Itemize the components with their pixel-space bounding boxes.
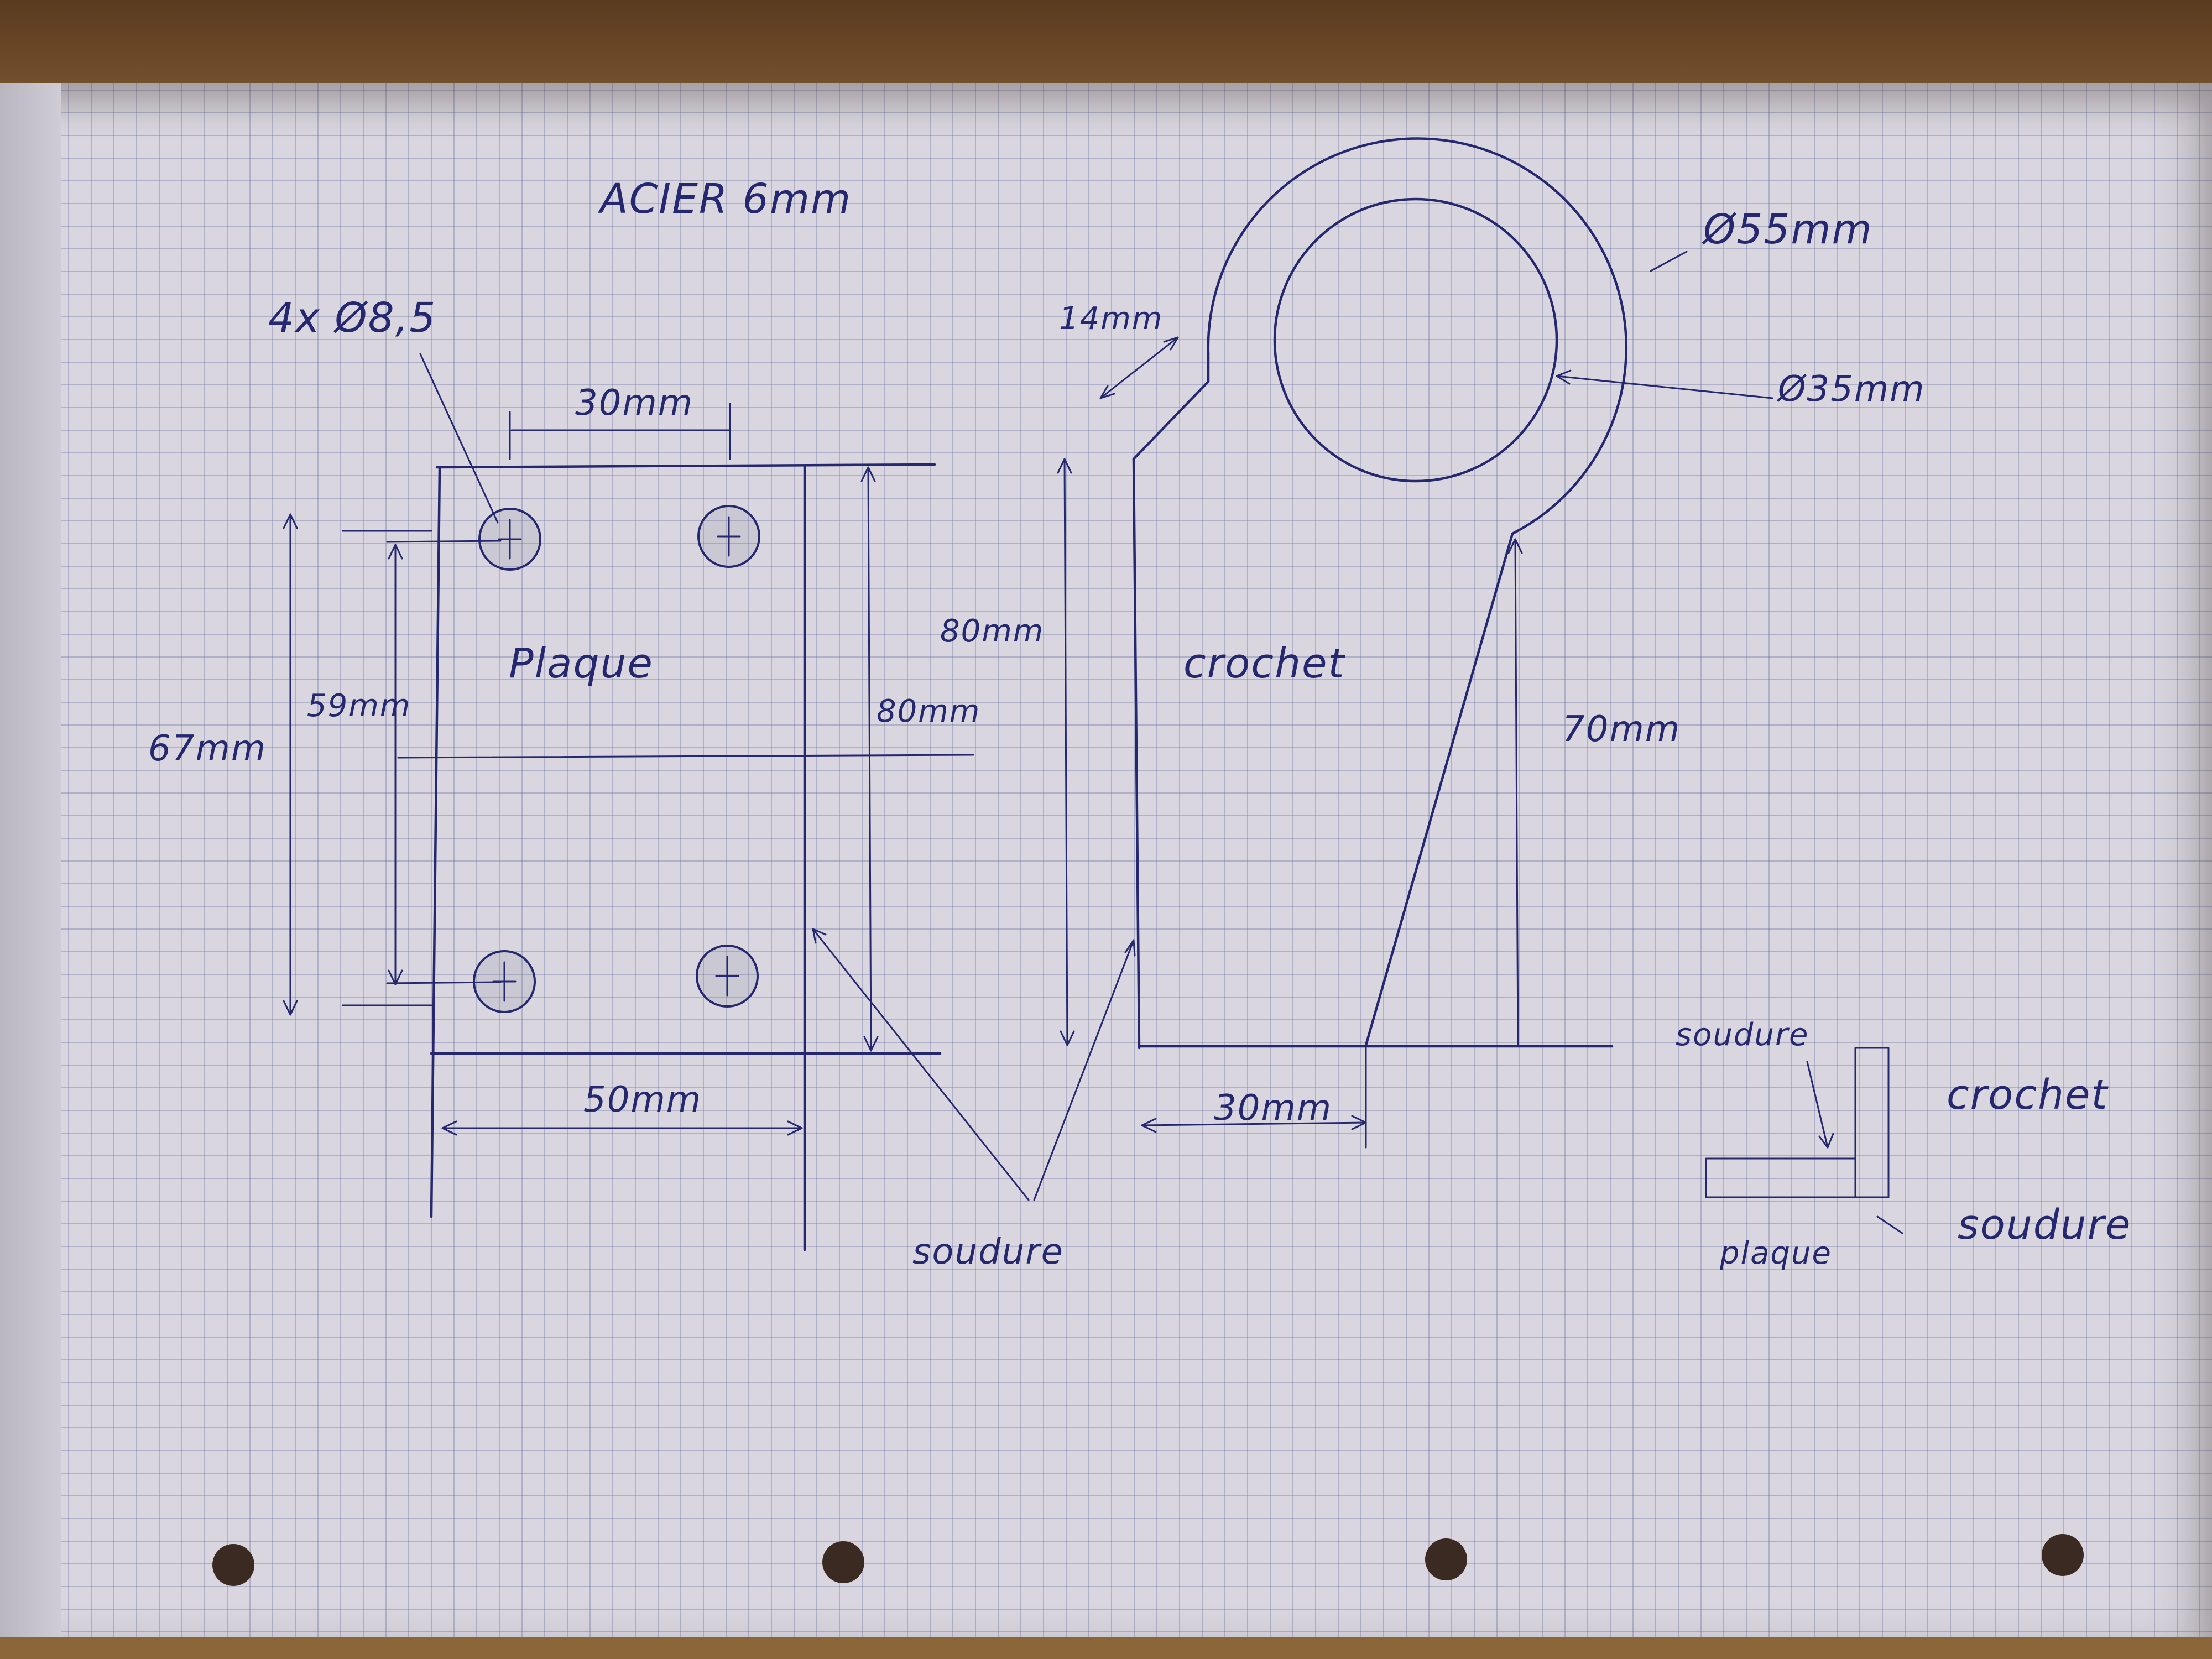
plate-top-edge <box>435 463 936 469</box>
detail-weld-bottom: soudure <box>1958 1201 2132 1249</box>
plate-label: Plaque <box>509 640 654 687</box>
desk-edge <box>0 1637 2212 1659</box>
punch-hole-4 <box>2042 1534 2084 1576</box>
detail-weld-bottom-leader <box>1876 1215 1903 1234</box>
hook-label: crochet <box>1183 640 1345 687</box>
detail-plate-section <box>1705 1157 1856 1198</box>
plate-centerline <box>397 754 974 759</box>
hook-drawing: 80mm 14mm Ø55mm Ø35mm 70mm 30mm crochet <box>940 137 1926 1149</box>
hook-chamfer-edge <box>1132 380 1210 461</box>
weld-callout: soudure <box>812 928 1136 1272</box>
dim-line-chamfer <box>1099 336 1179 399</box>
dim-line-hook-base <box>1141 1121 1367 1126</box>
leader-inner-diameter <box>1556 375 1773 399</box>
detail-hook-label: crochet <box>1947 1071 2109 1119</box>
dim-ring-height: 70mm <box>1562 709 1681 750</box>
dim-width: 50mm <box>583 1079 702 1120</box>
weld-leader-plate <box>812 928 1030 1201</box>
dim-outer-diameter: Ø55mm <box>1702 206 1873 253</box>
hook-left-edge <box>1132 457 1141 1050</box>
detail-weld-top: soudure <box>1676 1017 1809 1053</box>
punch-hole-1 <box>212 1544 254 1586</box>
leader-outer-diameter <box>1650 251 1688 272</box>
plate-left-edge <box>430 466 441 1218</box>
dim-hole-spacing-v: 59mm <box>307 688 411 724</box>
detail-hook-section <box>1854 1047 1890 1198</box>
holes-leader-line <box>419 353 499 524</box>
assembly-detail: soudure crochet soudure plaque <box>1676 1017 2132 1271</box>
weld-label: soudure <box>912 1232 1064 1272</box>
punch-hole-3 <box>1425 1538 1467 1580</box>
dim-hole-spacing-h: 30mm <box>575 383 693 424</box>
dim-inner-diameter: Ø35mm <box>1776 369 1926 410</box>
hook-ring-inner <box>1273 197 1558 483</box>
dim-line-ring-height <box>1514 538 1519 1047</box>
paper-binding-edge <box>0 83 61 1648</box>
detail-weld-top-leader <box>1806 1061 1829 1149</box>
dim-line-hook-height <box>1063 458 1068 1046</box>
weld-leader-hook <box>1033 939 1135 1201</box>
hole-center-marks <box>492 516 741 1002</box>
dim-right-edge: 80mm <box>877 693 980 729</box>
holes-note: 4x Ø8,5 <box>268 294 436 342</box>
punch-hole-2 <box>822 1541 864 1583</box>
hook-taper-edge <box>1364 532 1514 1047</box>
sketch-title: ACIER 6mm <box>598 175 852 223</box>
dim-line-right-edge <box>867 466 872 1052</box>
dim-chamfer: 14mm <box>1059 301 1163 337</box>
graph-paper-sheet <box>0 83 2212 1648</box>
plate-drawing: 4x Ø8,5 30mm 67mm 59mm 50mm 80mm <box>148 294 980 1251</box>
hook-ring-outer <box>1207 137 1628 535</box>
detail-plate-label: plaque <box>1719 1235 1832 1271</box>
dim-hook-base: 30mm <box>1214 1088 1332 1129</box>
dim-height-outer: 67mm <box>148 728 267 769</box>
dim-hook-height: 80mm <box>940 613 1044 649</box>
